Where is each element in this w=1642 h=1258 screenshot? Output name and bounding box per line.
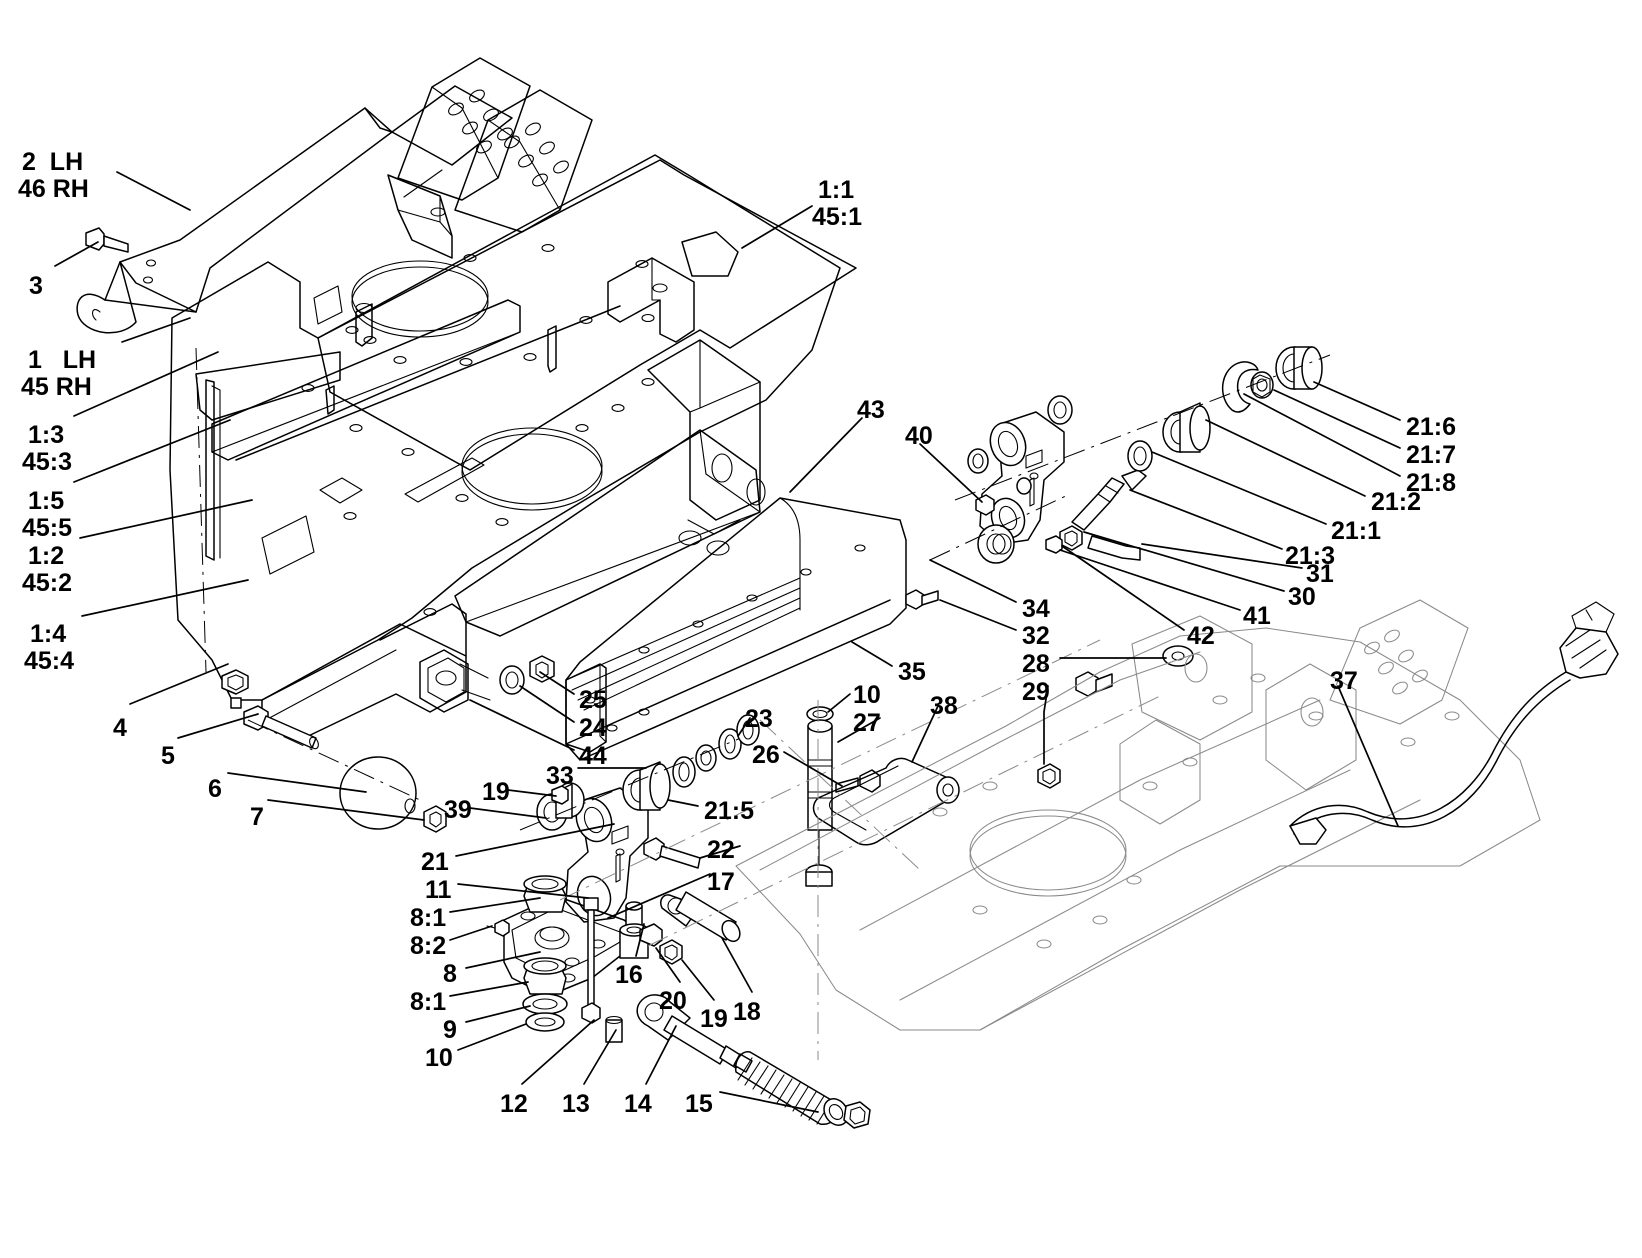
callout-21-2: 21:2 [1371,488,1422,516]
callout-26: 26 [752,741,780,769]
callout-38: 38 [930,692,958,720]
callout-40: 40 [905,422,933,450]
callout-34: 34 [1022,595,1050,623]
callout-19-a: 19 [482,778,510,806]
callout-45-4: 45:4 [24,647,75,675]
callout-35: 35 [898,658,926,686]
callout-18: 18 [733,998,761,1026]
callout-44: 44 [579,742,607,770]
callout-21-8: 21:8 [1406,469,1457,497]
callout-22: 22 [707,836,735,864]
callout-30: 30 [1288,583,1316,611]
callout-1-1: 1:1 [818,176,855,204]
left-rail-assembly [76,85,513,334]
centerlines [195,347,1161,1060]
callout-1-3: 1:3 [28,421,65,449]
callout-21: 21 [421,848,449,876]
callout-27: 27 [853,709,881,737]
callout-8-1-a: 8:1 [410,904,447,932]
callout-11: 11 [425,876,452,904]
callout-32: 32 [1022,622,1050,650]
phantom-chassis [735,599,1541,1031]
callout-31: 31 [1306,560,1334,588]
callout-33: 33 [546,762,574,790]
callout-23: 23 [745,705,773,733]
callout-9: 9 [443,1016,457,1044]
callout-28: 28 [1022,650,1050,678]
leader-lines [54,171,1401,1113]
callout-4: 4 [113,714,127,742]
callout-41: 41 [1243,602,1271,630]
callout-10-a: 10 [853,681,881,709]
callout-12: 12 [500,1090,528,1118]
callout-45-1: 45:1 [812,203,863,231]
callout-39: 39 [444,796,472,824]
callout-21-5: 21:5 [704,797,755,825]
callout-42: 42 [1187,622,1215,650]
foot-plates [387,57,593,259]
callout-1-5: 1:5 [28,487,65,515]
callout-7: 7 [250,803,264,831]
callout-29: 29 [1022,678,1050,706]
callout-24: 24 [579,714,607,742]
callout-15: 15 [685,1090,713,1118]
callout-8-1-b: 8:1 [410,988,447,1016]
pin-group-17-20 [639,891,741,965]
callout-14: 14 [624,1090,652,1118]
callout-21-6: 21:6 [1406,413,1457,441]
u-bar-38 [812,757,960,846]
callout-1-2: 1:2 [28,542,65,570]
callout-16: 16 [615,961,643,989]
callout-45-5: 45:5 [22,514,73,542]
wire-harness-37 [1289,601,1619,845]
callout-45-2: 45:2 [22,569,73,597]
damper-assembly [736,706,881,887]
callout-21-1: 21:1 [1331,517,1382,545]
right-lift-arm-assembly [954,346,1331,564]
callout-8-2: 8:2 [410,932,447,960]
callout-20: 20 [659,987,687,1015]
callout-8: 8 [443,960,457,988]
main-frame-deck [169,154,857,741]
fastener-group-28-29 [1037,645,1194,789]
bolt-32 [905,589,939,610]
callout-2-lh: 2 LH [22,148,84,176]
callout-1-lh: 1 LH [28,346,97,374]
callout-6: 6 [208,775,222,803]
callout-43: 43 [857,396,885,424]
callout-21-7: 21:7 [1406,441,1457,469]
callout-46-rh: 46 RH [18,175,89,203]
tie-rod-and-boot [636,994,871,1129]
callout-25: 25 [579,686,607,714]
callout-37: 37 [1330,667,1358,695]
callout-19-b: 19 [700,1005,728,1033]
callout-10-b: 10 [425,1044,453,1072]
callout-45-rh: 45 RH [21,373,92,401]
callout-21-3: 21:3 [1285,542,1336,570]
callout-1-4: 1:4 [30,620,67,648]
callout-5: 5 [161,742,175,770]
callout-13: 13 [562,1090,590,1118]
shield-bar-assembly [565,497,907,761]
fastener-group-24-25 [499,655,555,695]
callout-3: 3 [29,272,43,300]
callout-17: 17 [707,868,735,896]
callout-45-3: 45:3 [22,448,73,476]
